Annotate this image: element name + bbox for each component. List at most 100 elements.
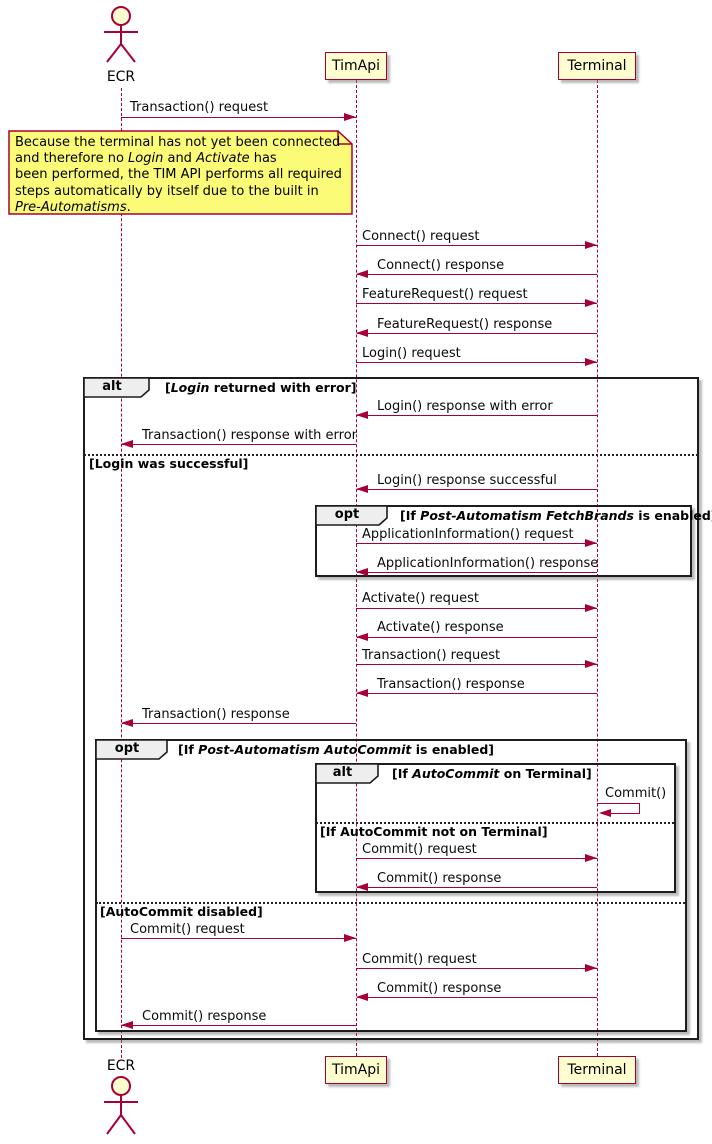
message-line xyxy=(122,444,356,445)
arrowhead-right-icon xyxy=(585,241,597,249)
message-label: Transaction() response with error xyxy=(142,428,358,443)
fragment-divider xyxy=(84,454,698,456)
self-message-line xyxy=(639,803,640,813)
message-line xyxy=(356,303,597,304)
message-label: FeatureRequest() request xyxy=(362,287,528,302)
actor-ecr-icon xyxy=(104,6,138,63)
fragment-keyword: opt xyxy=(334,507,360,522)
arrowhead-right-icon xyxy=(585,358,597,366)
message-line xyxy=(121,938,356,939)
arrowhead-left-icon xyxy=(356,633,368,641)
arrowhead-right-icon xyxy=(585,604,597,612)
fragment-alt-autocommit xyxy=(315,763,676,893)
message-line xyxy=(357,637,597,638)
message-label: FeatureRequest() response xyxy=(377,317,553,332)
arrowhead-left-icon xyxy=(356,329,368,337)
message-label: Transaction() request xyxy=(362,648,501,663)
arrowhead-right-icon xyxy=(585,539,597,547)
note-shape xyxy=(8,130,353,215)
actor-ecr-label-bottom: ECR xyxy=(106,1058,136,1074)
arrowhead-right-icon xyxy=(585,854,597,862)
message-line xyxy=(356,968,597,969)
message-label: Login() response successful xyxy=(377,473,557,488)
message-line xyxy=(356,608,597,609)
participant-timapi-top: TimApi xyxy=(325,52,387,80)
fragment-else-label: [If AutoCommit not on Terminal] xyxy=(320,824,548,839)
lifeline-terminal xyxy=(597,80,598,1056)
message-label: Login() response with error xyxy=(377,399,553,414)
message-line xyxy=(357,274,597,275)
message-line xyxy=(356,362,597,363)
participant-terminal-bottom: Terminal xyxy=(558,1056,636,1084)
arrowhead-left-icon xyxy=(356,883,368,891)
arrowhead-right-icon xyxy=(585,660,597,668)
message-line xyxy=(122,1025,356,1026)
message-line xyxy=(357,415,597,416)
fragment-else-label: [Login was successful] xyxy=(89,456,249,471)
message-label: ApplicationInformation() request xyxy=(362,527,574,542)
fragment-keyword: opt xyxy=(114,741,140,756)
fragment-header-opt-autocommit xyxy=(95,739,168,760)
arrowhead-left-icon xyxy=(121,719,133,727)
arrowhead-right-icon xyxy=(585,299,597,307)
arrowhead-left-icon xyxy=(356,411,368,419)
message-label: Commit() request xyxy=(362,952,477,967)
message-label: Activate() request xyxy=(362,591,479,606)
arrowhead-left-icon xyxy=(356,568,368,576)
message-line xyxy=(356,543,597,544)
fragment-alt-login xyxy=(83,377,699,1040)
message-line xyxy=(356,858,597,859)
message-label: Transaction() response xyxy=(142,707,290,722)
fragment-condition: [If Post-Automatism AutoCommit is enable… xyxy=(178,742,495,757)
message-label: Commit() request xyxy=(130,922,245,937)
fragment-condition: [If AutoCommit on Terminal] xyxy=(392,766,592,781)
message-line xyxy=(357,693,597,694)
message-label: Commit() response xyxy=(377,871,502,886)
participant-terminal-top: Terminal xyxy=(558,52,636,80)
fragment-condition: [If Post-Automatism FetchBrands is enabl… xyxy=(400,508,712,523)
message-line xyxy=(357,333,597,334)
fragment-else-label: [AutoCommit disabled] xyxy=(100,904,263,919)
arrowhead-left-icon xyxy=(356,485,368,493)
actor-ecr-label-top: ECR xyxy=(106,69,136,85)
message-label: Commit() response xyxy=(377,981,502,996)
message-label: Transaction() request xyxy=(130,100,269,115)
fragment-divider xyxy=(96,902,685,904)
fragment-keyword: alt xyxy=(332,765,353,780)
fragment-header-alt-login xyxy=(83,377,150,398)
fragment-header-opt-fetchbrands xyxy=(315,505,388,526)
arrowhead-right-icon xyxy=(344,934,356,942)
message-label: Transaction() response xyxy=(377,677,525,692)
message-label: Commit() response xyxy=(142,1009,267,1024)
arrowhead-right-icon xyxy=(344,113,356,121)
arrowhead-left-icon xyxy=(356,993,368,1001)
message-label: Commit() xyxy=(605,786,667,801)
message-line xyxy=(356,664,597,665)
arrowhead-right-icon xyxy=(585,964,597,972)
fragment-opt-autocommit xyxy=(95,739,687,1032)
participant-timapi-bottom: TimApi xyxy=(325,1056,387,1084)
fragment-divider xyxy=(316,822,674,824)
arrowhead-left-icon xyxy=(121,1021,133,1029)
message-line xyxy=(357,887,597,888)
message-line xyxy=(357,997,597,998)
message-label: Commit() request xyxy=(362,842,477,857)
message-label: Login() request xyxy=(362,346,461,361)
message-label: Activate() response xyxy=(377,620,504,635)
message-line xyxy=(357,572,597,573)
lifeline-ecr xyxy=(121,88,122,1058)
actor-ecr-icon xyxy=(104,1076,138,1135)
arrowhead-left-icon xyxy=(599,809,611,817)
message-line xyxy=(122,723,356,724)
arrowhead-left-icon xyxy=(121,440,133,448)
message-label: ApplicationInformation() response xyxy=(377,556,599,571)
self-message-line xyxy=(597,803,640,804)
arrowhead-left-icon xyxy=(356,689,368,697)
fragment-header-alt-autocommit xyxy=(315,763,379,784)
message-line xyxy=(356,245,597,246)
note: Because the terminal has not yet been co… xyxy=(15,135,342,215)
message-line xyxy=(357,489,597,490)
message-label: Connect() response xyxy=(377,258,505,273)
fragment-condition: [Login returned with error] xyxy=(165,380,357,395)
